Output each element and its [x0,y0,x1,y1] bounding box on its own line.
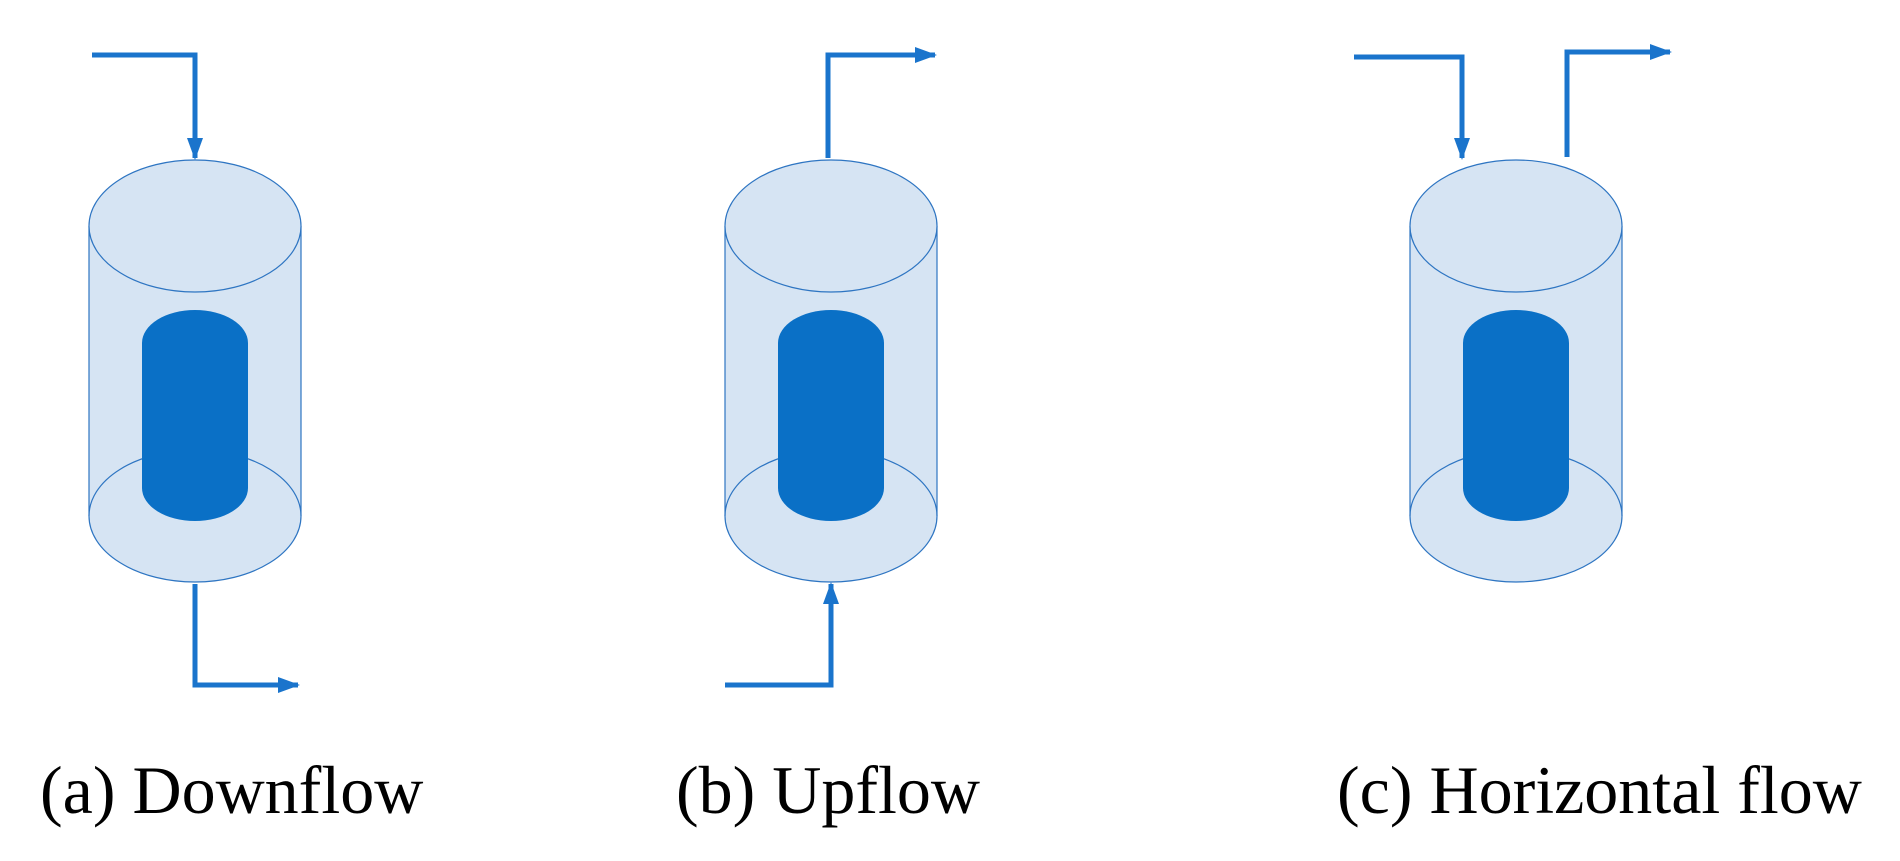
inlet-arrow [1354,54,1470,160]
panel-upflow: (b) Upflow [676,47,980,828]
panel-caption: (b) Upflow [676,752,980,828]
reactor-vessel [1409,159,1623,583]
packed-bed-core [142,310,248,521]
outlet-arrow [192,584,300,693]
packed-bed-core [1463,310,1569,521]
panel-caption: (a) Downflow [40,752,423,828]
panel-horizontal-flow: (c) Horizontal flow [1337,44,1862,828]
outlet-arrow [1564,44,1672,157]
panel-downflow: (a) Downflow [40,52,423,828]
inlet-arrow [92,52,203,160]
outlet-arrow [825,47,937,158]
panel-caption: (c) Horizontal flow [1337,752,1862,828]
inlet-arrow [725,582,839,688]
packed-bed-core [778,310,884,521]
